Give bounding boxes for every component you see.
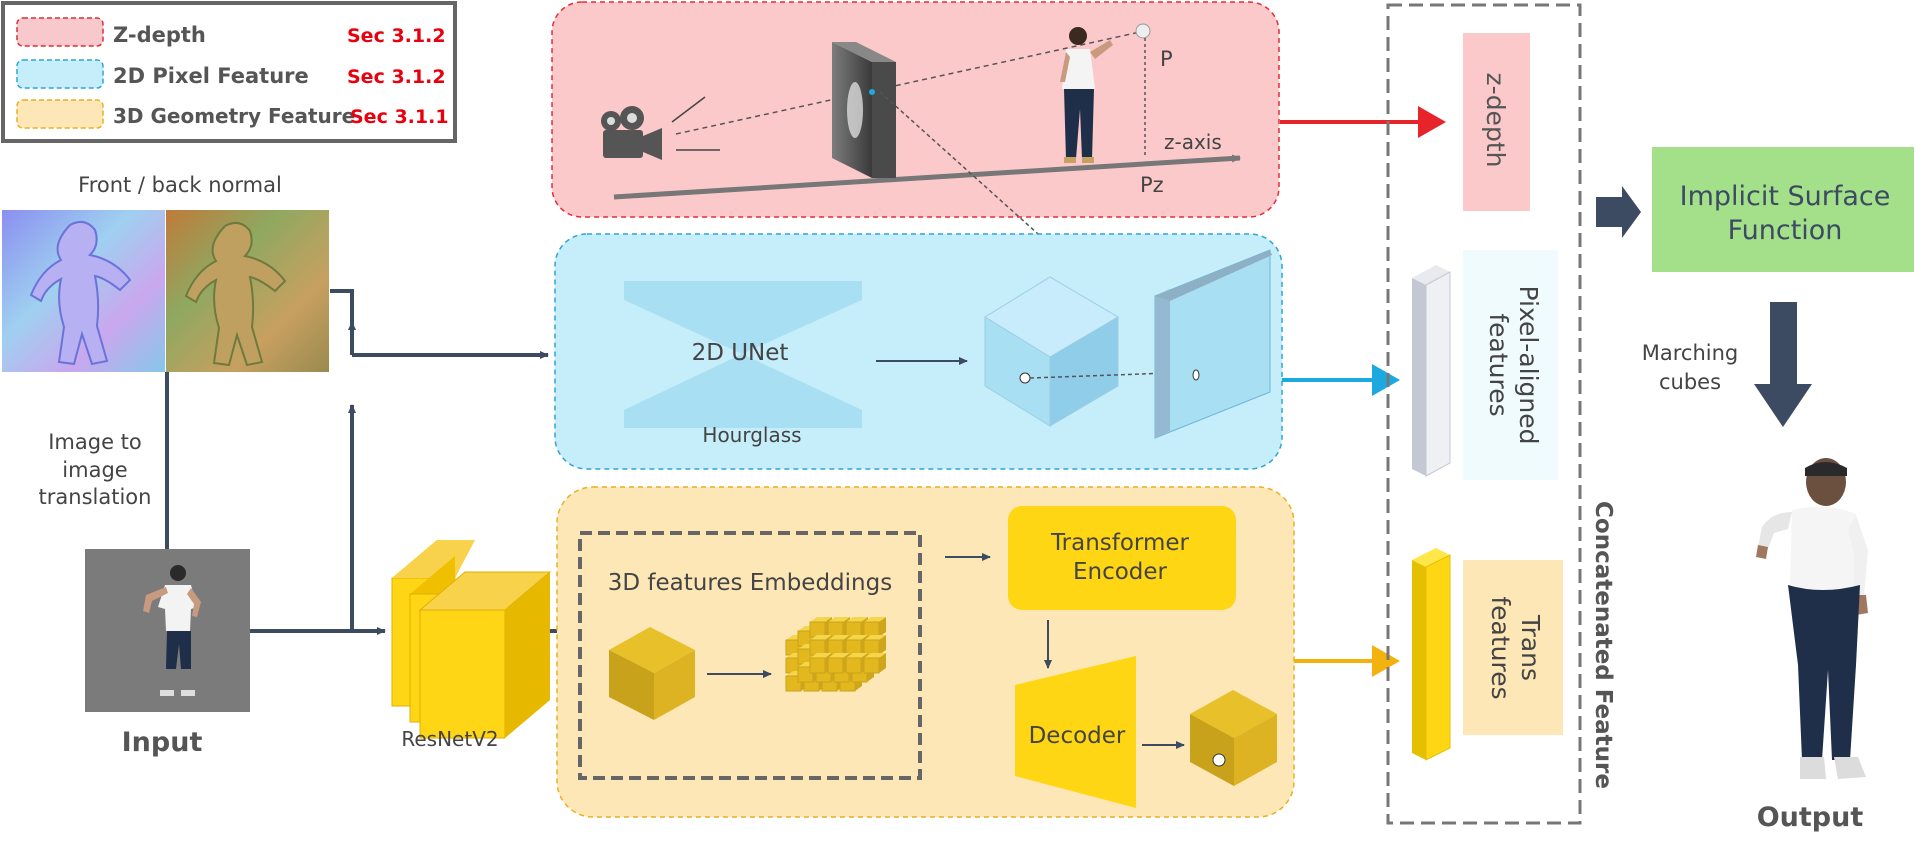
legend-swatch-zdepth: [16, 17, 104, 47]
decoded-cube: [1190, 690, 1277, 786]
resnet-label: ResNetV2: [401, 727, 498, 751]
transformer-label-1: Transformer: [1050, 530, 1190, 556]
patch-cube: [863, 617, 886, 638]
legend-label-geometry: 3D Geometry Feature: [113, 104, 355, 128]
marching-label-2: cubes: [1659, 370, 1721, 394]
patch-cube: [809, 653, 832, 674]
point-p-label: P: [1160, 47, 1173, 71]
translation-line-3: translation: [39, 485, 152, 509]
implicit-label-1: Implicit Surface: [1680, 181, 1891, 212]
person-3d: [1060, 27, 1113, 163]
feature-cube: [984, 276, 1119, 427]
legend-section-geometry: Sec 3.1.1: [350, 106, 449, 128]
zdepth-panel: [551, 1, 1280, 218]
translation-line-2: image: [62, 458, 127, 482]
z-axis-label: z-axis: [1164, 130, 1222, 154]
zdepth-feature-box: [1463, 33, 1530, 211]
pixel-feature-box: [1463, 250, 1558, 480]
legend-label-pixel: 2D Pixel Feature: [113, 64, 309, 88]
implicit-label-2: Function: [1728, 215, 1843, 246]
point-pz-label: Pz: [1140, 173, 1164, 197]
patch-cube-grid: [785, 617, 886, 692]
trans-feature-label-2: features: [1486, 596, 1515, 699]
trans-feature-box: [1463, 560, 1563, 735]
embedding-cube: [609, 627, 695, 720]
output-label: Output: [1757, 802, 1864, 833]
patch-cube: [863, 635, 886, 656]
translation-line-1: Image to: [48, 430, 142, 454]
normal-title: Front / back normal: [78, 173, 282, 197]
pixel-feature-bar: [1412, 265, 1451, 477]
trans-feature-bar: [1412, 548, 1451, 761]
legend-swatch-geometry: [16, 99, 104, 129]
front-normal-image: [2, 210, 165, 372]
input-image: [85, 549, 250, 712]
marching-label-1: Marching: [1642, 341, 1739, 365]
legend-section-pixel: Sec 3.1.2: [347, 66, 446, 88]
marching-arrow: [1754, 302, 1812, 427]
hourglass-label: Hourglass: [702, 423, 801, 447]
pixel-feature-label-2: features: [1484, 313, 1513, 416]
to-implicit-arrow: [1596, 186, 1641, 238]
pixel-feature-label-1: Pixel-aligned: [1514, 285, 1543, 444]
patch-cube: [863, 653, 886, 674]
zdepth-feature-label: z-depth: [1481, 73, 1510, 168]
pixel-feature-map: [1154, 249, 1272, 439]
back-normal-image: [166, 210, 329, 372]
decoder-shape: [1015, 656, 1136, 808]
input-label: Input: [122, 727, 203, 758]
trans-feature-label-1: Trans: [1516, 614, 1545, 681]
connector-lines: [250, 289, 566, 635]
unet-hourglass-shape: [624, 281, 862, 428]
unet-label: 2D UNet: [692, 340, 789, 366]
decoder-label: Decoder: [1029, 723, 1126, 749]
z-axis-line: [613, 154, 1241, 200]
legend-label-zdepth: Z-depth: [113, 23, 206, 47]
implicit-surface-box: [1652, 147, 1914, 272]
output-human-mesh: [1756, 458, 1868, 779]
camera-icon: [601, 106, 662, 160]
resnet-block: [391, 540, 552, 739]
transformer-label-2: Encoder: [1073, 559, 1168, 585]
legend-swatch-pixel: [16, 59, 104, 89]
image-plane: [832, 42, 896, 178]
zdepth-scene: P Pz z-axis: [601, 23, 1241, 200]
embeddings-label: 3D features Embeddings: [608, 570, 892, 596]
transformer-encoder-box: [1008, 506, 1236, 610]
legend-section-zdepth: Sec 3.1.2: [347, 25, 446, 47]
concat-title: Concatenated Feature: [1590, 501, 1616, 789]
embeddings-box: [578, 531, 922, 780]
legend: Z-depth Sec 3.1.2 2D Pixel Feature Sec 3…: [1, 1, 457, 143]
concat-frame: [1386, 3, 1582, 825]
